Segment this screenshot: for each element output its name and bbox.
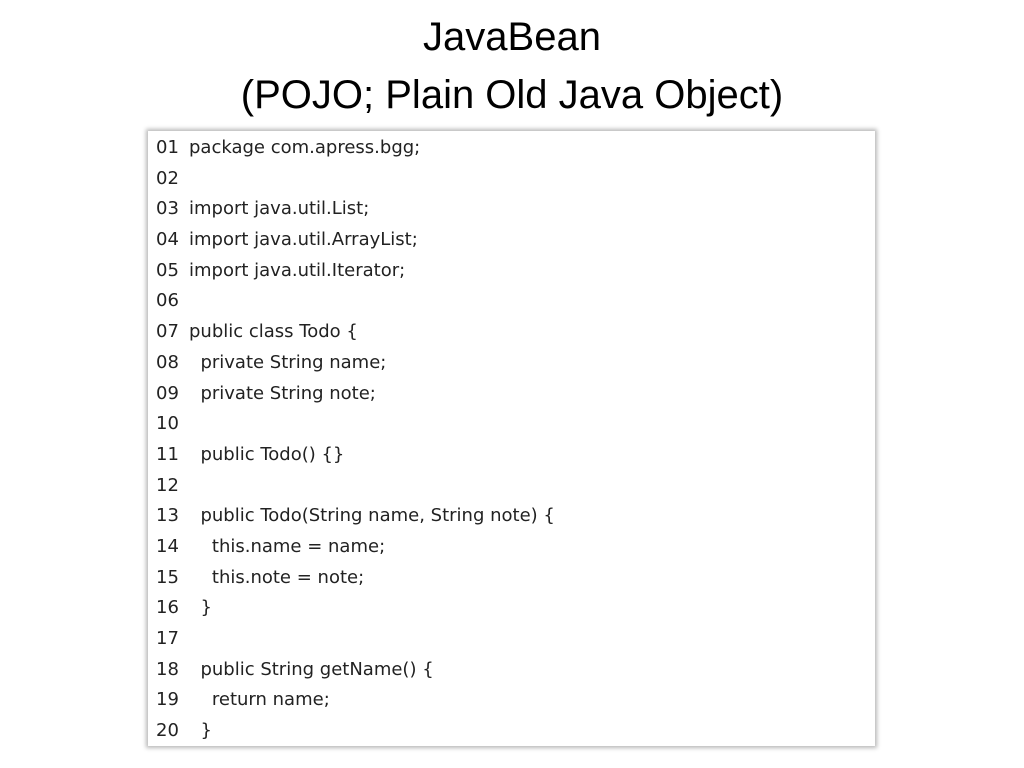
code-line: 15 this.note = note; xyxy=(156,563,555,594)
code-line: 18 public String getName() { xyxy=(156,655,555,686)
line-number: 19 xyxy=(156,689,179,711)
code-listing: 01 package com.apress.bgg; 02 03 import java… xyxy=(156,133,555,746)
code-listing-panel: 01 package com.apress.bgg; 02 03 import java… xyxy=(148,131,875,746)
code-text: public Todo(String name, String note) { xyxy=(189,505,555,527)
code-text: this.note = note; xyxy=(189,566,365,588)
line-number: 17 xyxy=(156,628,179,649)
line-number: 20 xyxy=(156,720,179,742)
code-text: public class Todo { xyxy=(189,321,358,343)
code-text: import java.util.List; xyxy=(189,198,370,220)
code-line: 13 public Todo(String name, String note)… xyxy=(156,501,555,532)
line-number: 18 xyxy=(156,658,179,680)
code-line: 12 xyxy=(156,471,555,502)
code-line: 03 import java.util.List; xyxy=(156,194,555,225)
code-text: import java.util.Iterator; xyxy=(189,259,406,281)
code-line: 19 return name; xyxy=(156,685,555,716)
code-text: public String getName() { xyxy=(189,658,434,680)
code-line: 02 xyxy=(156,164,555,195)
line-number: 10 xyxy=(156,413,179,435)
code-text: import java.util.ArrayList; xyxy=(189,229,418,251)
code-text: private String name; xyxy=(189,351,387,373)
code-line: 20 } xyxy=(156,716,555,746)
line-number: 12 xyxy=(156,474,179,496)
code-line: 09 private String note; xyxy=(156,379,555,410)
line-number: 06 xyxy=(156,290,179,312)
code-line: 07 public class Todo { xyxy=(156,317,555,348)
line-number: 16 xyxy=(156,597,179,619)
code-text: private String note; xyxy=(189,382,376,404)
line-number: 13 xyxy=(156,505,179,527)
line-number: 04 xyxy=(156,229,179,251)
line-number: 01 xyxy=(156,137,179,158)
code-line: 11 public Todo() {} xyxy=(156,440,555,471)
code-line: 14 this.name = name; xyxy=(156,532,555,563)
line-number: 14 xyxy=(156,535,179,557)
line-number: 07 xyxy=(156,321,179,343)
line-number: 08 xyxy=(156,351,179,373)
line-number: 05 xyxy=(156,259,179,281)
slide-subtitle: (POJO; Plain Old Java Object) xyxy=(240,73,784,117)
code-text: } xyxy=(189,720,212,742)
line-number: 02 xyxy=(156,167,179,189)
code-line: 01 package com.apress.bgg; xyxy=(156,133,555,164)
code-line: 06 xyxy=(156,286,555,317)
line-number: 15 xyxy=(156,566,179,588)
slide-title: JavaBean xyxy=(423,15,601,59)
code-line: 10 xyxy=(156,409,555,440)
code-text: } xyxy=(189,597,212,619)
line-number: 11 xyxy=(156,443,179,465)
code-text: public Todo() {} xyxy=(189,443,345,465)
code-line: 08 private String name; xyxy=(156,348,555,379)
code-line: 05 import java.util.Iterator; xyxy=(156,256,555,287)
code-text: this.name = name; xyxy=(189,535,386,557)
code-line: 16 } xyxy=(156,593,555,624)
line-number: 09 xyxy=(156,382,179,404)
code-text: return name; xyxy=(189,689,330,711)
line-number: 03 xyxy=(156,198,179,220)
code-line: 04 import java.util.ArrayList; xyxy=(156,225,555,256)
code-line: 17 xyxy=(156,624,555,655)
code-text: package com.apress.bgg; xyxy=(189,137,421,158)
